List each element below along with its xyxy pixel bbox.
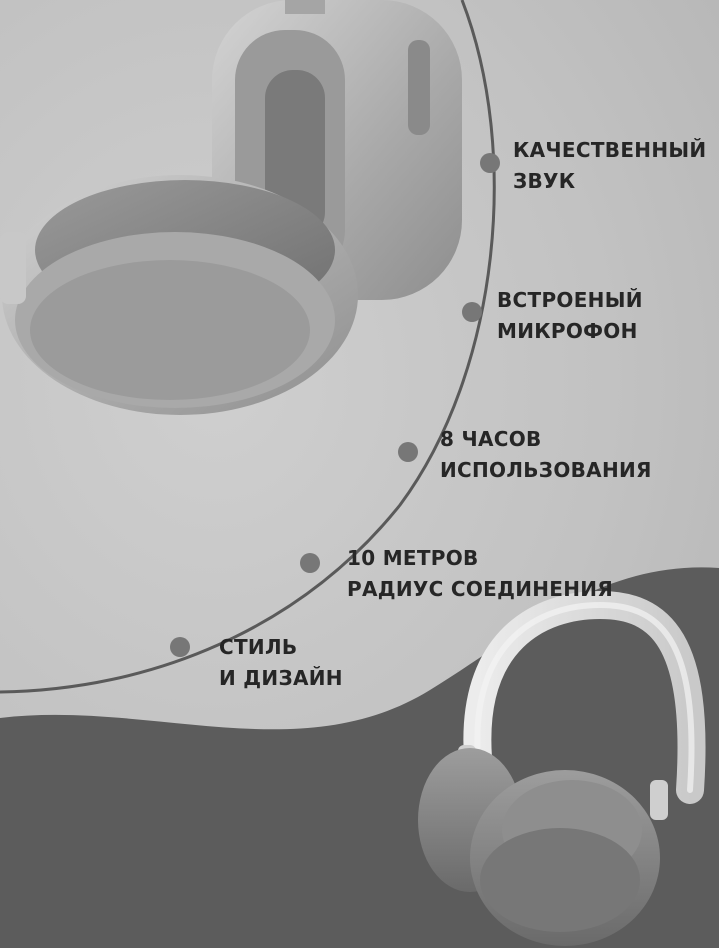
feature-microphone: ВСТРОЕНЫЙ МИКРОФОН bbox=[497, 285, 643, 347]
headphone-closeup-image bbox=[0, 0, 462, 415]
feature-line-1: КАЧЕСТВЕННЫЙ bbox=[513, 138, 707, 162]
bullet-dot-icon bbox=[480, 153, 500, 173]
feature-line-2: МИКРОФОН bbox=[497, 319, 638, 343]
feature-line-2: ИСПОЛЬЗОВАНИЯ bbox=[440, 458, 652, 482]
feature-line-2: РАДИУС СОЕДИНЕНИЯ bbox=[347, 577, 614, 601]
feature-battery-hours: 8 ЧАСОВ ИСПОЛЬЗОВАНИЯ bbox=[440, 424, 652, 486]
feature-line-1: ВСТРОЕНЫЙ bbox=[497, 288, 643, 312]
bullet-dot-icon bbox=[398, 442, 418, 462]
bullet-dot-icon bbox=[300, 553, 320, 573]
bullet-dot-icon bbox=[462, 302, 482, 322]
feature-style-design: СТИЛЬ И ДИЗАЙН bbox=[219, 632, 343, 694]
feature-line-1: СТИЛЬ bbox=[219, 635, 298, 659]
feature-connection-range: 10 МЕТРОВ РАДИУС СОЕДИНЕНИЯ bbox=[347, 543, 613, 605]
headphone-product-image bbox=[418, 590, 706, 946]
feature-line-2: И ДИЗАЙН bbox=[219, 666, 343, 690]
feature-line-1: 8 ЧАСОВ bbox=[440, 427, 542, 451]
feature-line-2: ЗВУК bbox=[513, 169, 576, 193]
bullet-dot-icon bbox=[170, 637, 190, 657]
feature-line-1: 10 МЕТРОВ bbox=[347, 546, 479, 570]
feature-arc-line bbox=[0, 0, 496, 694]
feature-sound-quality: КАЧЕСТВЕННЫЙ ЗВУК bbox=[513, 135, 706, 197]
